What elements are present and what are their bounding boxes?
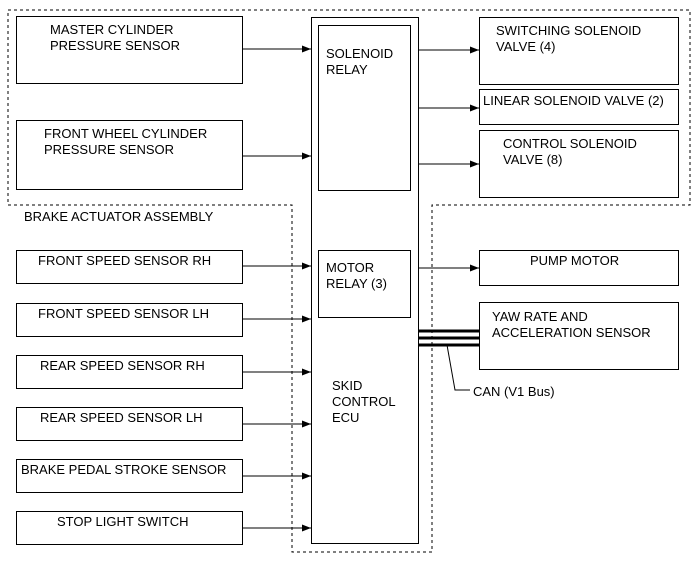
switching-solenoid-valve-box xyxy=(479,17,679,85)
front-wheel-cylinder-pressure-sensor-box xyxy=(16,120,243,190)
rear-speed-sensor-rh-label: REAR SPEED SENSOR RH xyxy=(40,358,205,373)
master-cylinder-pressure-sensor-box xyxy=(16,16,243,84)
front-speed-sensor-lh-box xyxy=(16,303,243,337)
control-solenoid-valve-box xyxy=(479,130,679,198)
rear-speed-sensor-lh-box xyxy=(16,407,243,441)
skid-control-ecu-label: SKID CONTROL ECU xyxy=(332,378,396,425)
master-cylinder-pressure-sensor-label: MASTER CYLINDER PRESSURE SENSOR xyxy=(50,22,181,53)
switching-solenoid-valve-label: SWITCHING SOLENOID VALVE (4) xyxy=(496,23,642,54)
brake-actuator-assembly-label: BRAKE ACTUATOR ASSEMBLY xyxy=(24,209,214,224)
control-solenoid-valve-label: CONTROL SOLENOID VALVE (8) xyxy=(503,136,637,167)
solenoid-relay-label: SOLENOID RELAY xyxy=(326,46,394,77)
stop-light-switch-box xyxy=(16,511,243,545)
front-wheel-cylinder-pressure-sensor-label: FRONT WHEEL CYLINDER PRESSURE SENSOR xyxy=(44,126,208,157)
can-bus-label: CAN (V1 Bus) xyxy=(473,384,555,399)
solenoid-relay-box xyxy=(318,25,411,191)
yaw-rate-acceleration-sensor-box xyxy=(479,302,679,370)
front-speed-sensor-rh-box xyxy=(16,250,243,284)
brake-pedal-stroke-sensor-label: BRAKE PEDAL STROKE SENSOR xyxy=(21,462,227,477)
motor-relay-label: MOTOR RELAY (3) xyxy=(326,260,387,291)
brake-actuator-assembly-boundary xyxy=(7,9,691,553)
pump-motor-box xyxy=(479,250,679,286)
linear-solenoid-valve-box xyxy=(479,89,679,125)
rear-speed-sensor-rh-box xyxy=(16,355,243,389)
can-bus-leader xyxy=(446,344,470,391)
brake-pedal-stroke-sensor-box xyxy=(16,459,243,493)
yaw-rate-acceleration-sensor-label: YAW RATE AND ACCELERATION SENSOR xyxy=(492,309,651,340)
rear-speed-sensor-lh-label: REAR SPEED SENSOR LH xyxy=(40,410,203,425)
pump-motor-label: PUMP MOTOR xyxy=(530,253,620,268)
front-speed-sensor-lh-label: FRONT SPEED SENSOR LH xyxy=(38,306,209,321)
front-speed-sensor-rh-label: FRONT SPEED SENSOR RH xyxy=(38,253,212,268)
motor-relay-box xyxy=(318,250,411,318)
linear-solenoid-valve-label: LINEAR SOLENOID VALVE (2) xyxy=(483,93,664,108)
stop-light-switch-label: STOP LIGHT SWITCH xyxy=(57,514,189,529)
